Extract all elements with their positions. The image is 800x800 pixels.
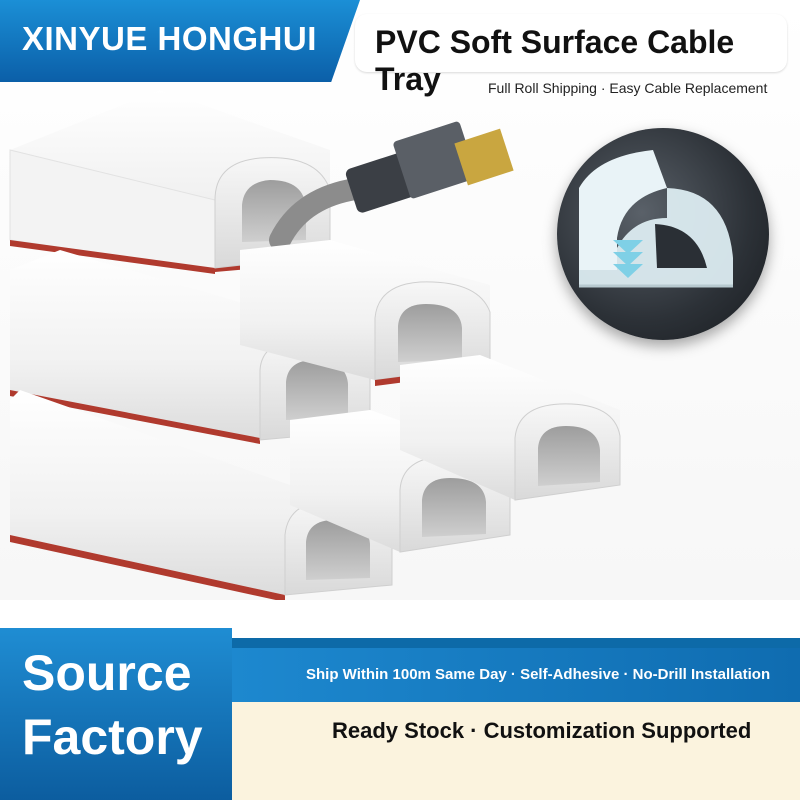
brand-bar [0, 0, 360, 82]
factory-label: Factory [22, 709, 203, 765]
stock-strip [232, 702, 800, 800]
cable-tray-illustration [9, 90, 621, 602]
product-subtitle: Full Roll Shipping · Easy Cable Replacem… [488, 80, 768, 96]
source-factory-badge: Source Factory [0, 628, 232, 800]
product-title: PVC Soft Surface Cable Tray [375, 24, 735, 97]
press-down-arrow-icon [579, 150, 733, 288]
brand-name: XINYUE HONGHUI [22, 20, 317, 57]
cable-tray-6 [400, 355, 621, 501]
cable-tray-3 [240, 240, 491, 386]
source-label: Source [22, 645, 192, 701]
title-box [355, 14, 787, 72]
features-strip [232, 648, 800, 702]
features-text: Ship Within 100m Same Day · Self-Adhesiv… [306, 666, 771, 683]
stock-text: Ready Stock · Customization Supported [332, 718, 752, 743]
detail-inset [557, 128, 769, 340]
ethernet-cable-icon [269, 121, 514, 251]
cable-tray-1 [9, 90, 331, 274]
